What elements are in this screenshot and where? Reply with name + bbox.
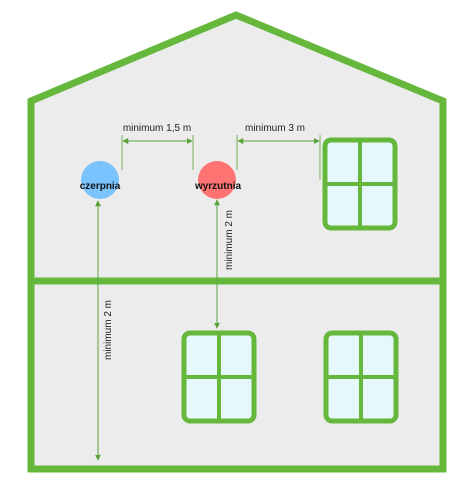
window-upper-right: [322, 137, 398, 231]
exhaust-vent: [198, 161, 236, 199]
window-lower-right: [323, 330, 399, 424]
label-intake-to-ground: minimum 2 m: [103, 300, 114, 360]
label-between-vents: minimum 1,5 m: [123, 123, 191, 134]
intake-vent-label: czerpnia: [80, 181, 121, 192]
dimension-ticks: [121, 135, 321, 180]
label-exhaust-to-window: minimum 3 m: [245, 123, 305, 134]
label-exhaust-to-window-below: minimum 2 m: [224, 210, 235, 270]
exhaust-vent-label: wyrzutnia: [194, 181, 242, 192]
intake-vent: [81, 161, 119, 199]
window-lower-left: [181, 330, 257, 424]
